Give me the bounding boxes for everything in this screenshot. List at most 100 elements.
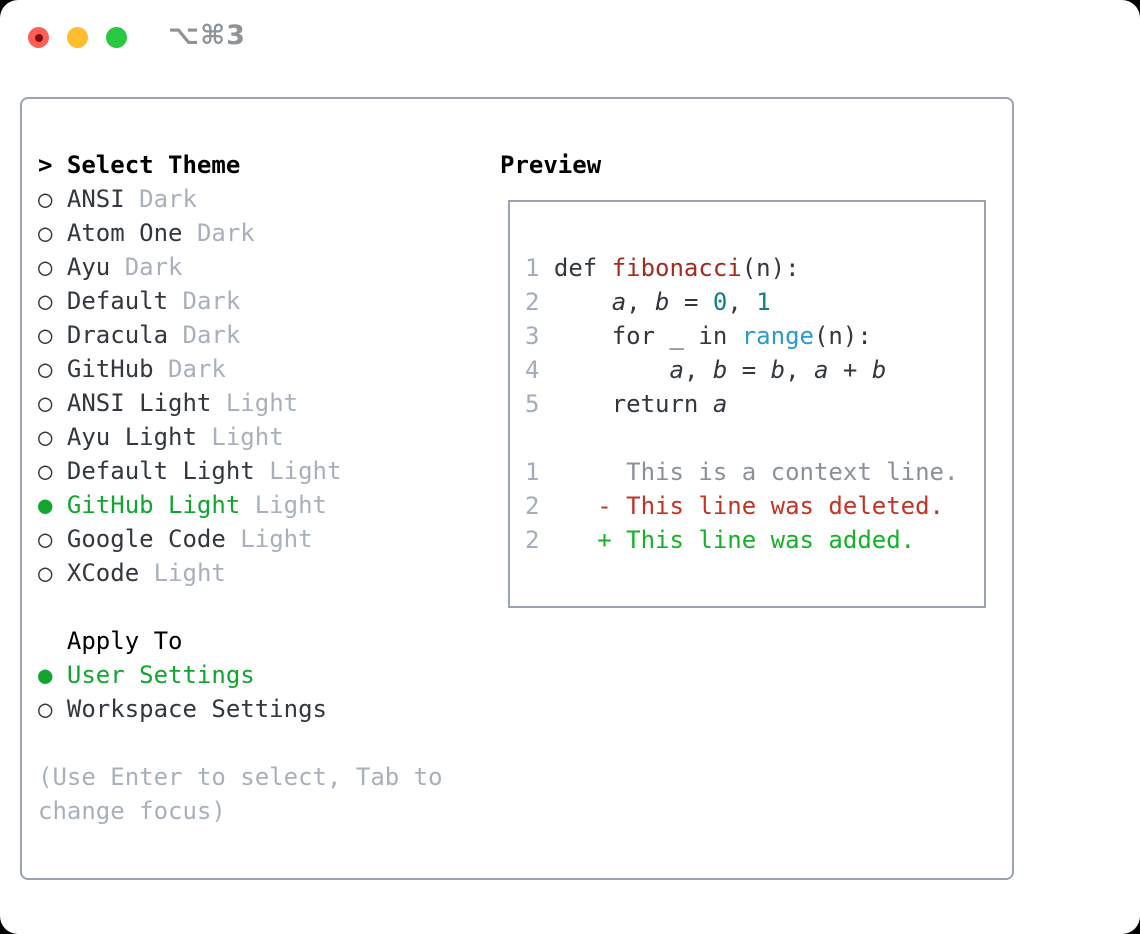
prompt-caret-icon: > bbox=[38, 151, 53, 179]
diff-deleted-line: 2 -This line was deleted. bbox=[525, 489, 958, 523]
number-literal-token: 1 bbox=[756, 288, 771, 316]
theme-tag-label: Light bbox=[240, 525, 313, 553]
builtin-token: range bbox=[741, 322, 814, 350]
apply-option-selected[interactable]: ● User Settings bbox=[38, 658, 443, 692]
code-line: 4 a, b = b, a + b bbox=[525, 353, 958, 387]
theme-option[interactable]: ○ Google Code Light bbox=[38, 522, 443, 556]
spacer-row bbox=[38, 726, 443, 760]
apply-option-name: User Settings bbox=[66, 661, 255, 689]
radio-icon: ○ bbox=[38, 457, 53, 485]
theme-tag-label: Light bbox=[269, 457, 342, 485]
diff-context-line: 1 This is a context line. bbox=[525, 455, 958, 489]
radio-icon: ○ bbox=[38, 695, 53, 723]
theme-name: ANSI Light bbox=[66, 389, 212, 417]
theme-name: Ayu Light bbox=[66, 423, 197, 451]
theme-option[interactable]: ○ Default Light Light bbox=[38, 454, 443, 488]
radio-selected-icon: ● bbox=[38, 491, 53, 519]
window-title: ⌥⌘3 bbox=[168, 20, 246, 51]
hint-text-line2: change focus) bbox=[38, 797, 226, 825]
line-number: 5 bbox=[525, 390, 540, 418]
minimize-button[interactable] bbox=[67, 27, 88, 48]
theme-tag-label: Light bbox=[211, 423, 284, 451]
theme-option[interactable]: ○ XCode Light bbox=[38, 556, 443, 590]
preview-header: Preview bbox=[500, 151, 602, 179]
radio-icon: ○ bbox=[38, 321, 53, 349]
close-button[interactable] bbox=[28, 27, 49, 48]
line-number: 2 bbox=[525, 288, 540, 316]
select-theme-label: Select Theme bbox=[66, 151, 241, 179]
theme-name: Dracula bbox=[66, 321, 169, 349]
code-line: 2 a, b = 0, 1 bbox=[525, 285, 958, 319]
number-literal-token: 0 bbox=[712, 288, 728, 316]
diff-added-line: 2 + This line was added. bbox=[525, 523, 958, 557]
diff-plus-marker: + bbox=[597, 526, 612, 554]
theme-name: ANSI bbox=[66, 185, 125, 213]
titlebar: ⌥⌘3 bbox=[0, 0, 1140, 70]
apply-to-label: Apply To bbox=[66, 627, 183, 655]
diff-text: This line was added. bbox=[626, 526, 916, 554]
select-theme-header: > Select Theme bbox=[38, 148, 443, 182]
zoom-button[interactable] bbox=[106, 27, 127, 48]
theme-option[interactable]: ○ Default Dark bbox=[38, 284, 443, 318]
apply-option-name: Workspace Settings bbox=[66, 695, 327, 723]
theme-option-selected[interactable]: ●GitHub Light Light bbox=[38, 488, 443, 522]
theme-selector: >Select Theme ○ANSI Dark ○Atom One Dark … bbox=[38, 148, 443, 828]
theme-tag-label: Dark bbox=[168, 355, 226, 383]
theme-tag-label: Dark bbox=[139, 185, 197, 213]
line-number: 1 bbox=[525, 254, 540, 282]
spacer-row bbox=[38, 590, 443, 624]
radio-selected-icon: ● bbox=[38, 661, 53, 689]
theme-tag-label: Dark bbox=[182, 287, 241, 315]
diff-minus-marker: - bbox=[597, 492, 612, 520]
theme-tag-label: Light bbox=[254, 491, 327, 519]
theme-tag-label: Light bbox=[153, 559, 226, 587]
theme-name: Google Code bbox=[66, 525, 226, 553]
theme-option[interactable]: ○Ayu Light Light bbox=[38, 420, 443, 454]
code-line: 5 return a bbox=[525, 387, 958, 421]
radio-icon: ○ bbox=[38, 287, 53, 315]
code-line: 3 for _ in range(n): bbox=[525, 319, 958, 353]
theme-name: Atom One bbox=[66, 219, 183, 247]
main-panel bbox=[20, 97, 1014, 880]
radio-icon: ○ bbox=[38, 559, 53, 587]
unsaved-changes-dot-icon bbox=[34, 33, 43, 42]
diff-marker bbox=[597, 455, 626, 489]
radio-icon: ○ bbox=[38, 253, 53, 281]
hint-text-line1: (Use Enter to select, Tab to bbox=[38, 763, 443, 791]
theme-name: GitHub bbox=[66, 355, 154, 383]
theme-option[interactable]: ○ ANSI Light Light bbox=[38, 386, 443, 420]
theme-tag-label: Light bbox=[225, 389, 299, 417]
radio-icon: ○ bbox=[38, 525, 53, 553]
radio-icon: ○ bbox=[38, 185, 53, 213]
theme-name: Default bbox=[66, 287, 169, 315]
apply-option[interactable]: ○ Workspace Settings bbox=[38, 692, 443, 726]
theme-option[interactable]: ○ ANSI Dark bbox=[38, 182, 443, 216]
diff-text: This line was deleted. bbox=[626, 492, 945, 520]
radio-icon: ○ bbox=[38, 389, 53, 417]
apply-to-header: Apply To bbox=[38, 624, 443, 658]
function-name-token: fibonacci bbox=[611, 254, 742, 282]
line-number: 4 bbox=[525, 356, 540, 384]
theme-name: Ayu bbox=[66, 253, 111, 281]
spacer-row bbox=[525, 421, 958, 455]
radio-icon: ○ bbox=[38, 219, 53, 247]
theme-option[interactable]: ○ Atom One Dark bbox=[38, 216, 443, 250]
theme-option[interactable]: ○ Ayu Dark bbox=[38, 250, 443, 284]
theme-name: XCode bbox=[66, 559, 140, 587]
theme-tag-label: Dark bbox=[182, 321, 241, 349]
theme-name: Default Light bbox=[66, 457, 255, 485]
theme-tag-label: Dark bbox=[196, 219, 255, 247]
theme-tag-label: Dark bbox=[124, 253, 183, 281]
radio-icon: ○ bbox=[38, 355, 53, 383]
theme-option[interactable]: ○ GitHub Dark bbox=[38, 352, 443, 386]
diff-text: This is a context line. bbox=[626, 458, 959, 486]
line-number: 1 bbox=[525, 458, 540, 486]
theme-option[interactable]: ○ Dracula Dark bbox=[38, 318, 443, 352]
line-number: 3 bbox=[525, 322, 540, 350]
line-number: 2 bbox=[525, 492, 540, 520]
line-number: 2 bbox=[525, 526, 540, 554]
